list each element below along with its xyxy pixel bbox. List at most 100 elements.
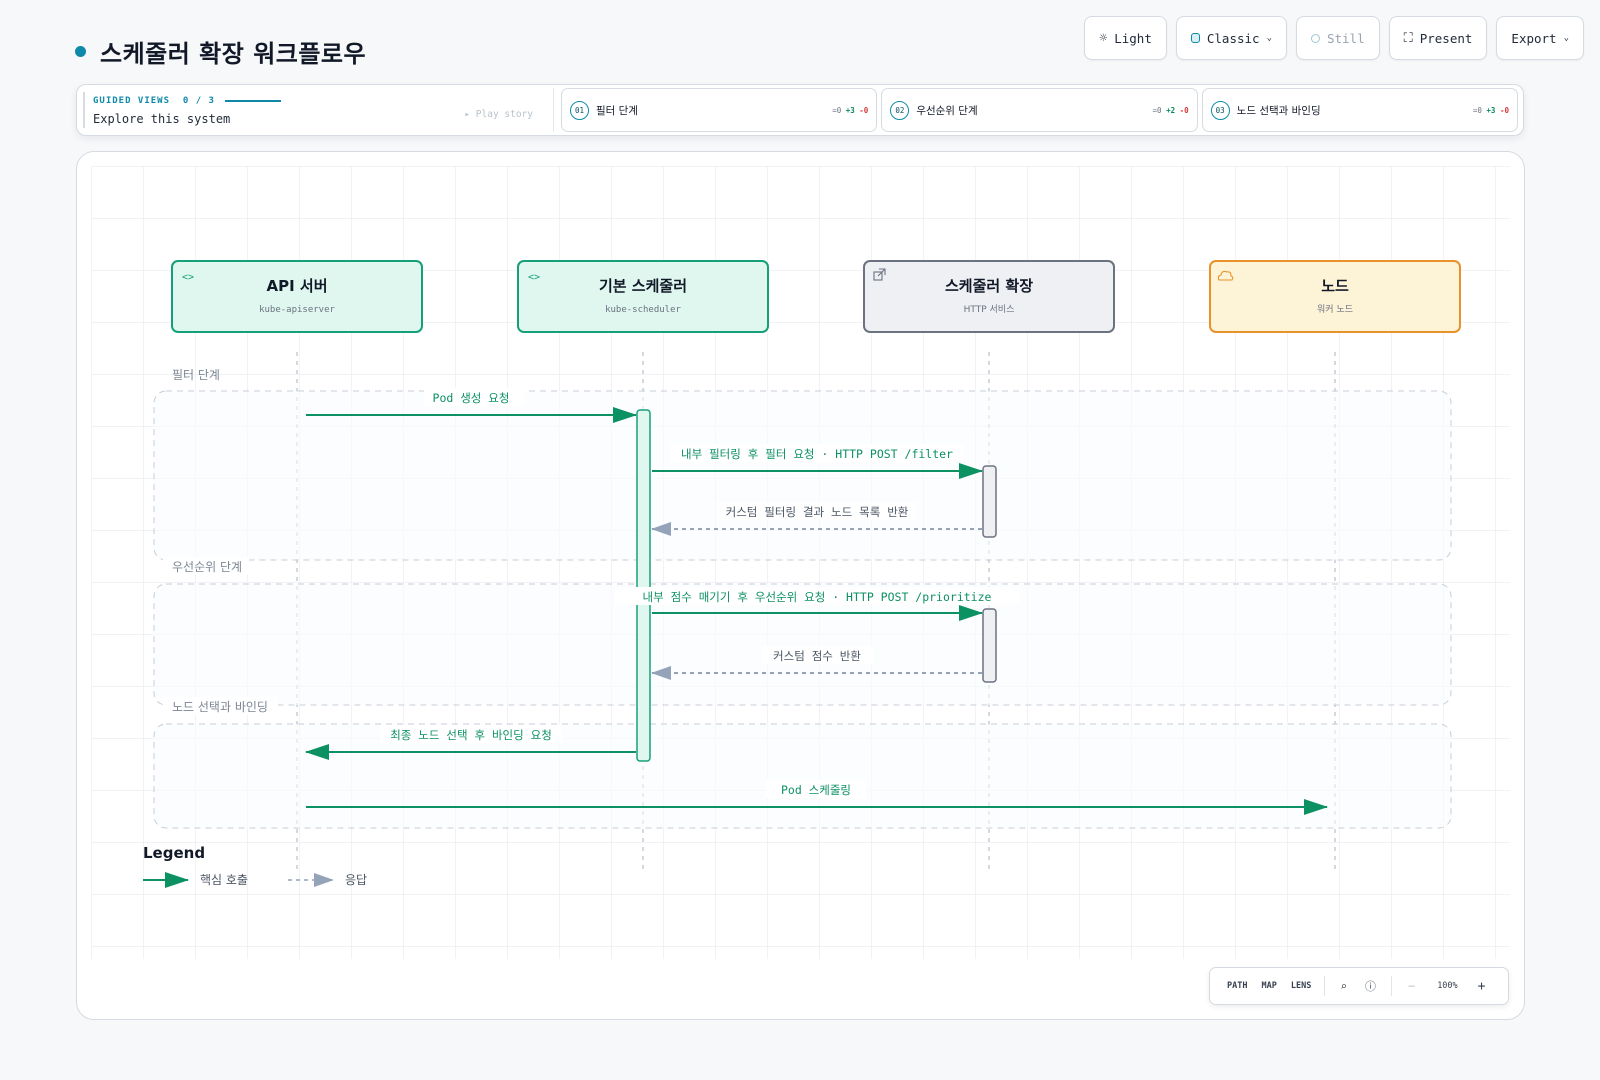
legend-call-label: 핵심 호출 (200, 873, 248, 887)
participant-subtitle: kube-scheduler (605, 305, 681, 315)
step-minus: -0 (859, 105, 869, 115)
participant-subtitle: HTTP 서비스 (964, 304, 1015, 315)
participant-extender[interactable]: 스케줄러 확장 HTTP 서비스 (863, 260, 1115, 333)
fullscreen-icon: ⛶ (1403, 30, 1413, 46)
step-card-binding[interactable]: 03 노드 선택과 바인딩 =0 +3 -0 (1201, 88, 1518, 132)
code-icon: <> (528, 272, 540, 283)
path-mode-button[interactable]: PATH (1227, 981, 1248, 991)
title-row: 스케줄러 확장 워크플로우 (75, 34, 366, 69)
help-icon[interactable]: ⓘ (1364, 980, 1376, 993)
light-label: Light (1114, 30, 1152, 46)
message-pod-schedule[interactable]: Pod 스케줄링 (306, 780, 1328, 815)
step-number: 03 (1210, 100, 1230, 120)
group-box-filter (153, 390, 1452, 561)
still-button[interactable]: Still (1295, 16, 1380, 60)
message-label: Pod 생성 요청 (433, 391, 510, 405)
legend-response-label: 응답 (345, 873, 367, 887)
chevron-down-icon: ⌄ (1266, 33, 1272, 43)
group-box-priority (153, 583, 1452, 706)
cloud-icon (1217, 270, 1234, 281)
toolbar: ☼ Light Classic ⌄ Still ⛶ Present Export… (1084, 16, 1584, 60)
step-stats: =0 +3 -0 (1473, 106, 1509, 115)
step-stats: =0 +2 -0 (1153, 106, 1189, 115)
guided-views-label: GUIDED VIEWS 0 / 3 (93, 96, 553, 106)
step-plus: +3 (845, 105, 855, 115)
style-swatch-icon (1190, 33, 1200, 43)
zoom-in-button[interactable]: + (1477, 978, 1486, 994)
step-label: 우선순위 단계 (916, 104, 978, 117)
map-mode-button[interactable]: MAP (1261, 981, 1277, 991)
progress-line (224, 100, 281, 102)
step-eq: =0 (1152, 105, 1162, 115)
step-number: 01 (570, 100, 589, 120)
participant-title: API 서버 (266, 277, 327, 295)
message-pod-create[interactable]: Pod 생성 요청 (306, 388, 637, 423)
guided-counter: 0 / 3 (182, 96, 215, 106)
message-filter-response[interactable]: 커스텀 필터링 결과 노드 목록 반환 (651, 502, 982, 536)
group-label-filter: 필터 단계 (172, 368, 220, 382)
export-button[interactable]: Export ⌄ (1496, 16, 1584, 60)
message-prioritize-response[interactable]: 커스텀 점수 반환 (651, 646, 982, 680)
message-filter-request[interactable]: 내부 필터링 후 필터 요청 · HTTP POST /filter (652, 444, 983, 479)
step-minus: -0 (1179, 105, 1189, 115)
chevron-down-icon: ⌄ (1563, 33, 1569, 43)
message-label: 최종 노드 선택 후 바인딩 요청 (390, 728, 552, 742)
export-label: Export (1511, 30, 1557, 46)
play-story-button[interactable]: ▸ Play story (464, 109, 533, 120)
legend-title: Legend (143, 844, 205, 862)
step-card-priority[interactable]: 02 우선순위 단계 =0 +2 -0 (881, 88, 1198, 132)
activation-extender-filter (982, 465, 997, 538)
step-eq: =0 (832, 105, 842, 115)
zoom-out-button[interactable]: − (1407, 979, 1416, 993)
guided-divider (553, 88, 554, 132)
guided-subtitle: Explore this system (93, 112, 231, 126)
external-link-icon (873, 268, 886, 281)
participant-subtitle: 워커 노드 (1317, 304, 1353, 315)
step-card-filter[interactable]: 01 필터 단계 =0 +3 -0 (561, 88, 878, 132)
message-label: 내부 점수 매기기 후 우선순위 요청 · HTTP POST /priorit… (643, 590, 992, 604)
group-box-binding (153, 723, 1452, 829)
message-label: 커스텀 점수 반환 (773, 649, 861, 663)
participant-api[interactable]: <> API 서버 kube-apiserver (171, 260, 423, 333)
canvas-controls: PATH MAP LENS ⌕ ⓘ − 100% + (1209, 967, 1509, 1005)
message-label: Pod 스케줄링 (781, 783, 851, 797)
legend: Legend 핵심 호출 응답 (143, 844, 367, 888)
step-label: 필터 단계 (596, 104, 638, 117)
present-button[interactable]: ⛶ Present (1388, 16, 1488, 60)
guided-views-bar: GUIDED VIEWS 0 / 3 Explore this system ▸… (76, 84, 1524, 136)
participant-title: 기본 스케줄러 (599, 277, 687, 295)
page-title: 스케줄러 확장 워크플로우 (100, 40, 367, 68)
search-icon[interactable]: ⌕ (1340, 979, 1347, 993)
zoom-level: 100% (1437, 981, 1458, 991)
step-plus: +3 (1486, 105, 1496, 115)
group-label-bg (163, 697, 278, 715)
step-stats: =0 +3 -0 (832, 106, 868, 115)
activation-extender-priority (982, 608, 997, 683)
step-number: 02 (890, 100, 910, 120)
participant-subtitle: kube-apiserver (259, 305, 335, 315)
participant-node[interactable]: 노드 워커 노드 (1209, 260, 1461, 333)
message-label: 내부 필터링 후 필터 요청 · HTTP POST /filter (681, 447, 953, 461)
group-label-priority: 우선순위 단계 (172, 560, 242, 574)
message-label: 커스텀 필터링 결과 노드 목록 반환 (726, 505, 909, 519)
group-label-binding: 노드 선택과 바인딩 (172, 700, 268, 714)
light-theme-button[interactable]: ☼ Light (1084, 16, 1167, 60)
controls-divider (1390, 976, 1392, 996)
participant-scheduler[interactable]: <> 기본 스케줄러 kube-scheduler (517, 260, 769, 333)
classic-label: Classic (1206, 30, 1260, 46)
present-label: Present (1419, 30, 1473, 46)
message-bind-request[interactable]: 최종 노드 선택 후 바인딩 요청 (305, 725, 636, 760)
ring-icon (1310, 33, 1320, 43)
activation-scheduler (636, 409, 651, 762)
guided-label-text: GUIDED VIEWS (93, 96, 171, 106)
guided-intro: GUIDED VIEWS 0 / 3 Explore this system ▸… (83, 92, 553, 128)
step-eq: =0 (1472, 105, 1482, 115)
message-prioritize-request[interactable]: 내부 점수 매기기 후 우선순위 요청 · HTTP POST /priorit… (615, 587, 1019, 621)
lens-mode-button[interactable]: LENS (1290, 981, 1312, 991)
sun-icon: ☼ (1099, 30, 1108, 46)
still-label: Still (1326, 30, 1365, 46)
title-dot-icon (75, 46, 86, 57)
classic-style-button[interactable]: Classic ⌄ (1175, 16, 1287, 60)
controls-divider (1324, 976, 1326, 996)
